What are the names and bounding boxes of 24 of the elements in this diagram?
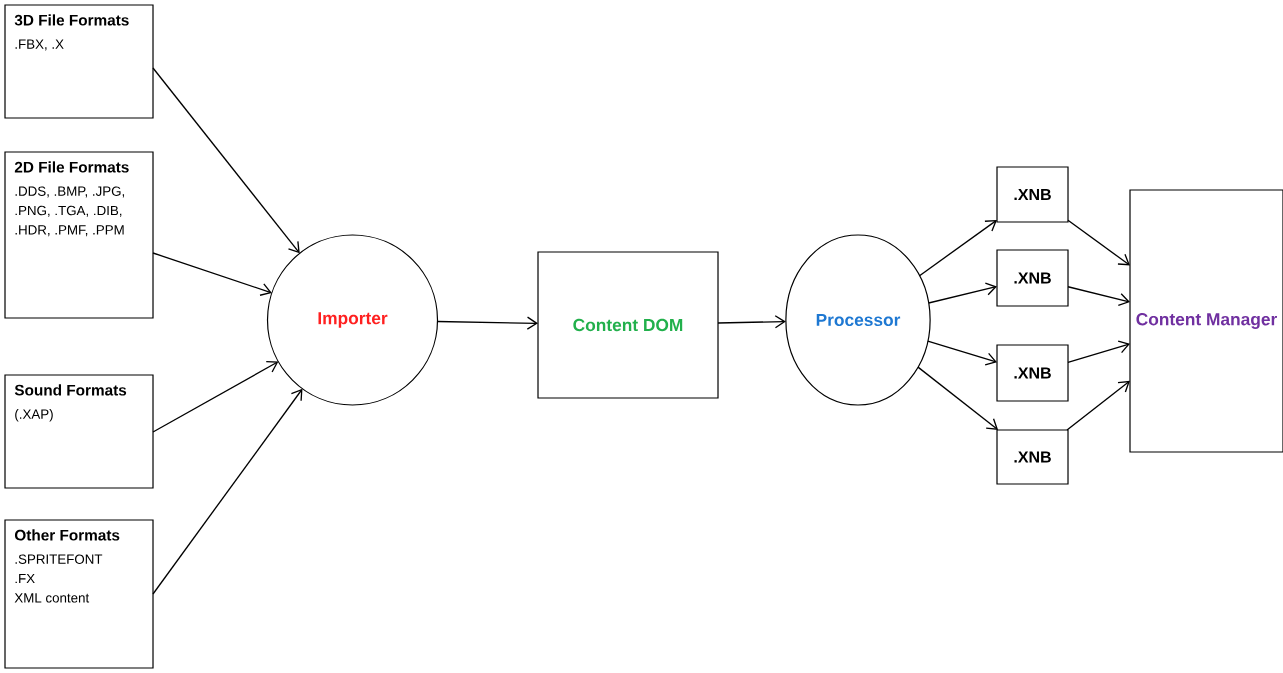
file-box: .XNB <box>996 166 1069 223</box>
arrow <box>152 360 279 433</box>
arrow <box>917 366 999 430</box>
arrow <box>1067 219 1130 266</box>
format-box: 2D File Formats .DDS, .BMP, .JPG, .PNG, .TGA, .DIB, .HDR, .PMF, .PPM <box>4 151 154 319</box>
content-manager-box: Content Manager <box>1129 189 1283 453</box>
file-box: .XNB <box>996 344 1069 402</box>
format-box: Other Formats .SPRITEFONT .FX XML content <box>4 519 154 669</box>
arrow <box>717 315 786 329</box>
arrow <box>436 316 538 330</box>
arrow <box>152 67 300 254</box>
arrow <box>928 282 997 304</box>
arrow <box>1067 340 1130 364</box>
format-box: 3D File Formats .FBX, .X <box>4 4 154 119</box>
file-box: .XNB <box>996 249 1069 307</box>
arrow <box>1066 380 1130 431</box>
content-dom-box: Content DOM <box>537 251 719 399</box>
arrow <box>152 388 303 595</box>
file-box: .XNB <box>996 429 1069 485</box>
arrow <box>927 340 997 366</box>
arrow <box>1067 286 1130 307</box>
arrow <box>152 252 272 296</box>
arrow <box>918 220 997 277</box>
format-box: Sound Formats (.XAP) <box>4 374 154 489</box>
